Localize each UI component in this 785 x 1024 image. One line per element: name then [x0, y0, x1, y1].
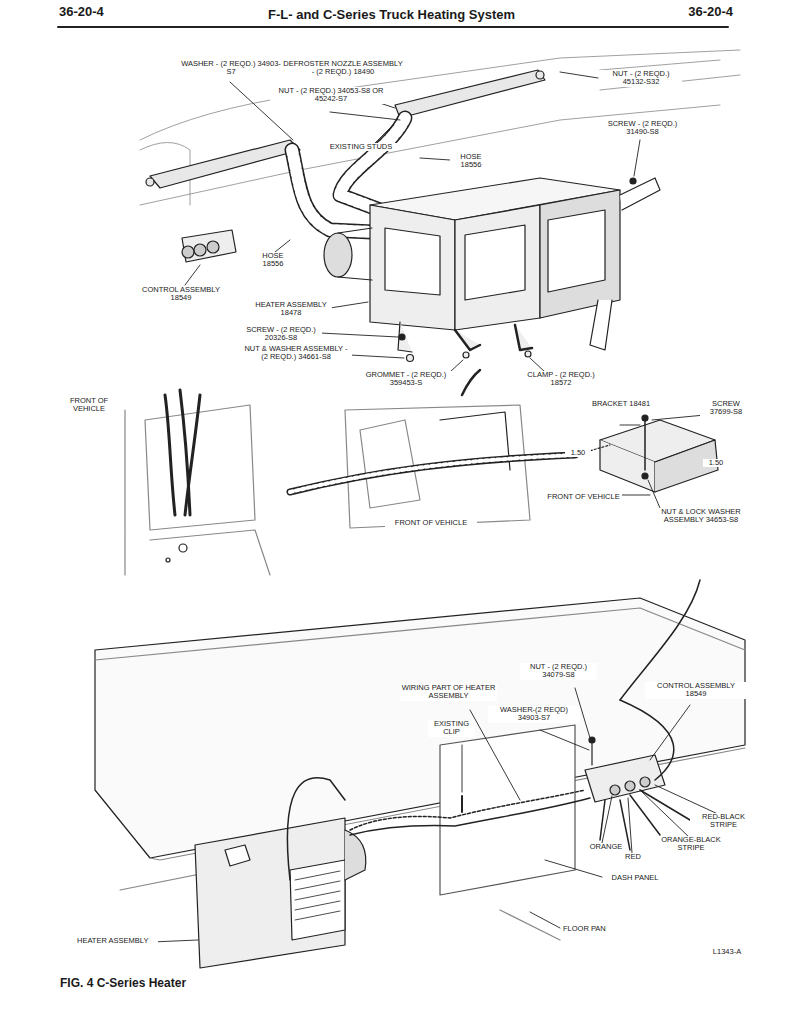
control-assembly [182, 230, 236, 262]
part-callout: NUT - (2 REQD.) 34079-S8 [520, 663, 597, 680]
part-callout: BRACKET 18481 [590, 400, 652, 408]
part-callout: DASH PANEL [604, 874, 666, 882]
page-title: F-L- and C-Series Truck Heating System [268, 7, 515, 22]
figure-caption: FIG. 4 C-Series Heater [60, 976, 186, 990]
part-callout: WASHER-(2 REQD) 34903-S7 [488, 706, 580, 723]
cab-view [290, 405, 575, 528]
page-number: 36-20-4 [58, 5, 120, 19]
header-rule [58, 26, 728, 28]
part-callout: WIRING PART OF HEATER ASSEMBLY [400, 684, 497, 701]
control-assembly-lower [585, 737, 665, 802]
part-callout: GROMMET - (2 REQD.) 359453-S [355, 371, 457, 388]
part-callout: SCREW - (2 REQD.) 31490-S8 [604, 120, 681, 137]
part-callout: NUT - (2 REQD.) 34053-S8 OR 45242-S7 [270, 87, 392, 104]
part-callout: EXISTING CLIP [428, 720, 475, 737]
part-callout: WASHER - (2 REQD.) 34903-S7 [180, 60, 282, 77]
heater-assembly [324, 178, 660, 395]
dimension: 1.50 [703, 459, 729, 467]
heater-assembly-lower [195, 818, 366, 968]
part-callout: CONTROL ASSEMBLY 18549 [645, 682, 747, 699]
wire-color: ORANGE [585, 843, 627, 851]
part-callout: EXISTING STUDS [325, 143, 397, 151]
part-callout: CLAMP - (2 REQD.) 18572 [520, 371, 602, 388]
part-callout: SCREW 37699-S8 [700, 400, 752, 417]
part-callout: HOSE 18556 [450, 153, 492, 170]
direction-note: FRONT OF VEHICLE [385, 519, 477, 527]
leader-line [152, 72, 720, 942]
part-callout: DEFROSTER NOZZLE ASSEMBLY - (2 REQD.) 18… [282, 60, 404, 77]
wire-color: RED [620, 853, 646, 861]
dimension: 1.50 [565, 449, 591, 457]
part-callout: FLOOR PAN [562, 925, 624, 933]
part-callout: HEATER ASSEMBLY [76, 937, 158, 945]
bracket-detail [575, 415, 718, 492]
wire-color: ORANGE-BLACK STRIPE [650, 836, 732, 853]
wire-color: RED-BLACK STRIPE [690, 813, 757, 830]
figure-code: L1343-A [706, 948, 748, 956]
part-callout: SCREW - (2 REQD.) 20326-S8 [240, 326, 322, 343]
part-callout: CONTROL ASSEMBLY 18549 [130, 286, 232, 303]
firewall-view [125, 390, 270, 575]
part-callout: NUT - (2 REQD.) 45132-S32 [600, 70, 682, 87]
dash-panel [95, 598, 745, 940]
part-callout: HEATER ASSEMBLY 18478 [250, 301, 332, 318]
direction-note: FRONT OF VEHICLE [58, 397, 120, 414]
direction-note: FRONT OF VEHICLE [545, 493, 622, 501]
part-callout: NUT & WASHER ASSEMBLY - (2 REQD.) 34661-… [240, 345, 352, 362]
part-callout: HOSE 18556 [252, 252, 294, 269]
page-number: 36-20-4 [672, 5, 734, 19]
part-callout: NUT & LOCK WASHER ASSEMBLY 34653-S8 [655, 508, 747, 525]
wiring [287, 580, 700, 880]
defroster-nozzle [146, 70, 545, 188]
